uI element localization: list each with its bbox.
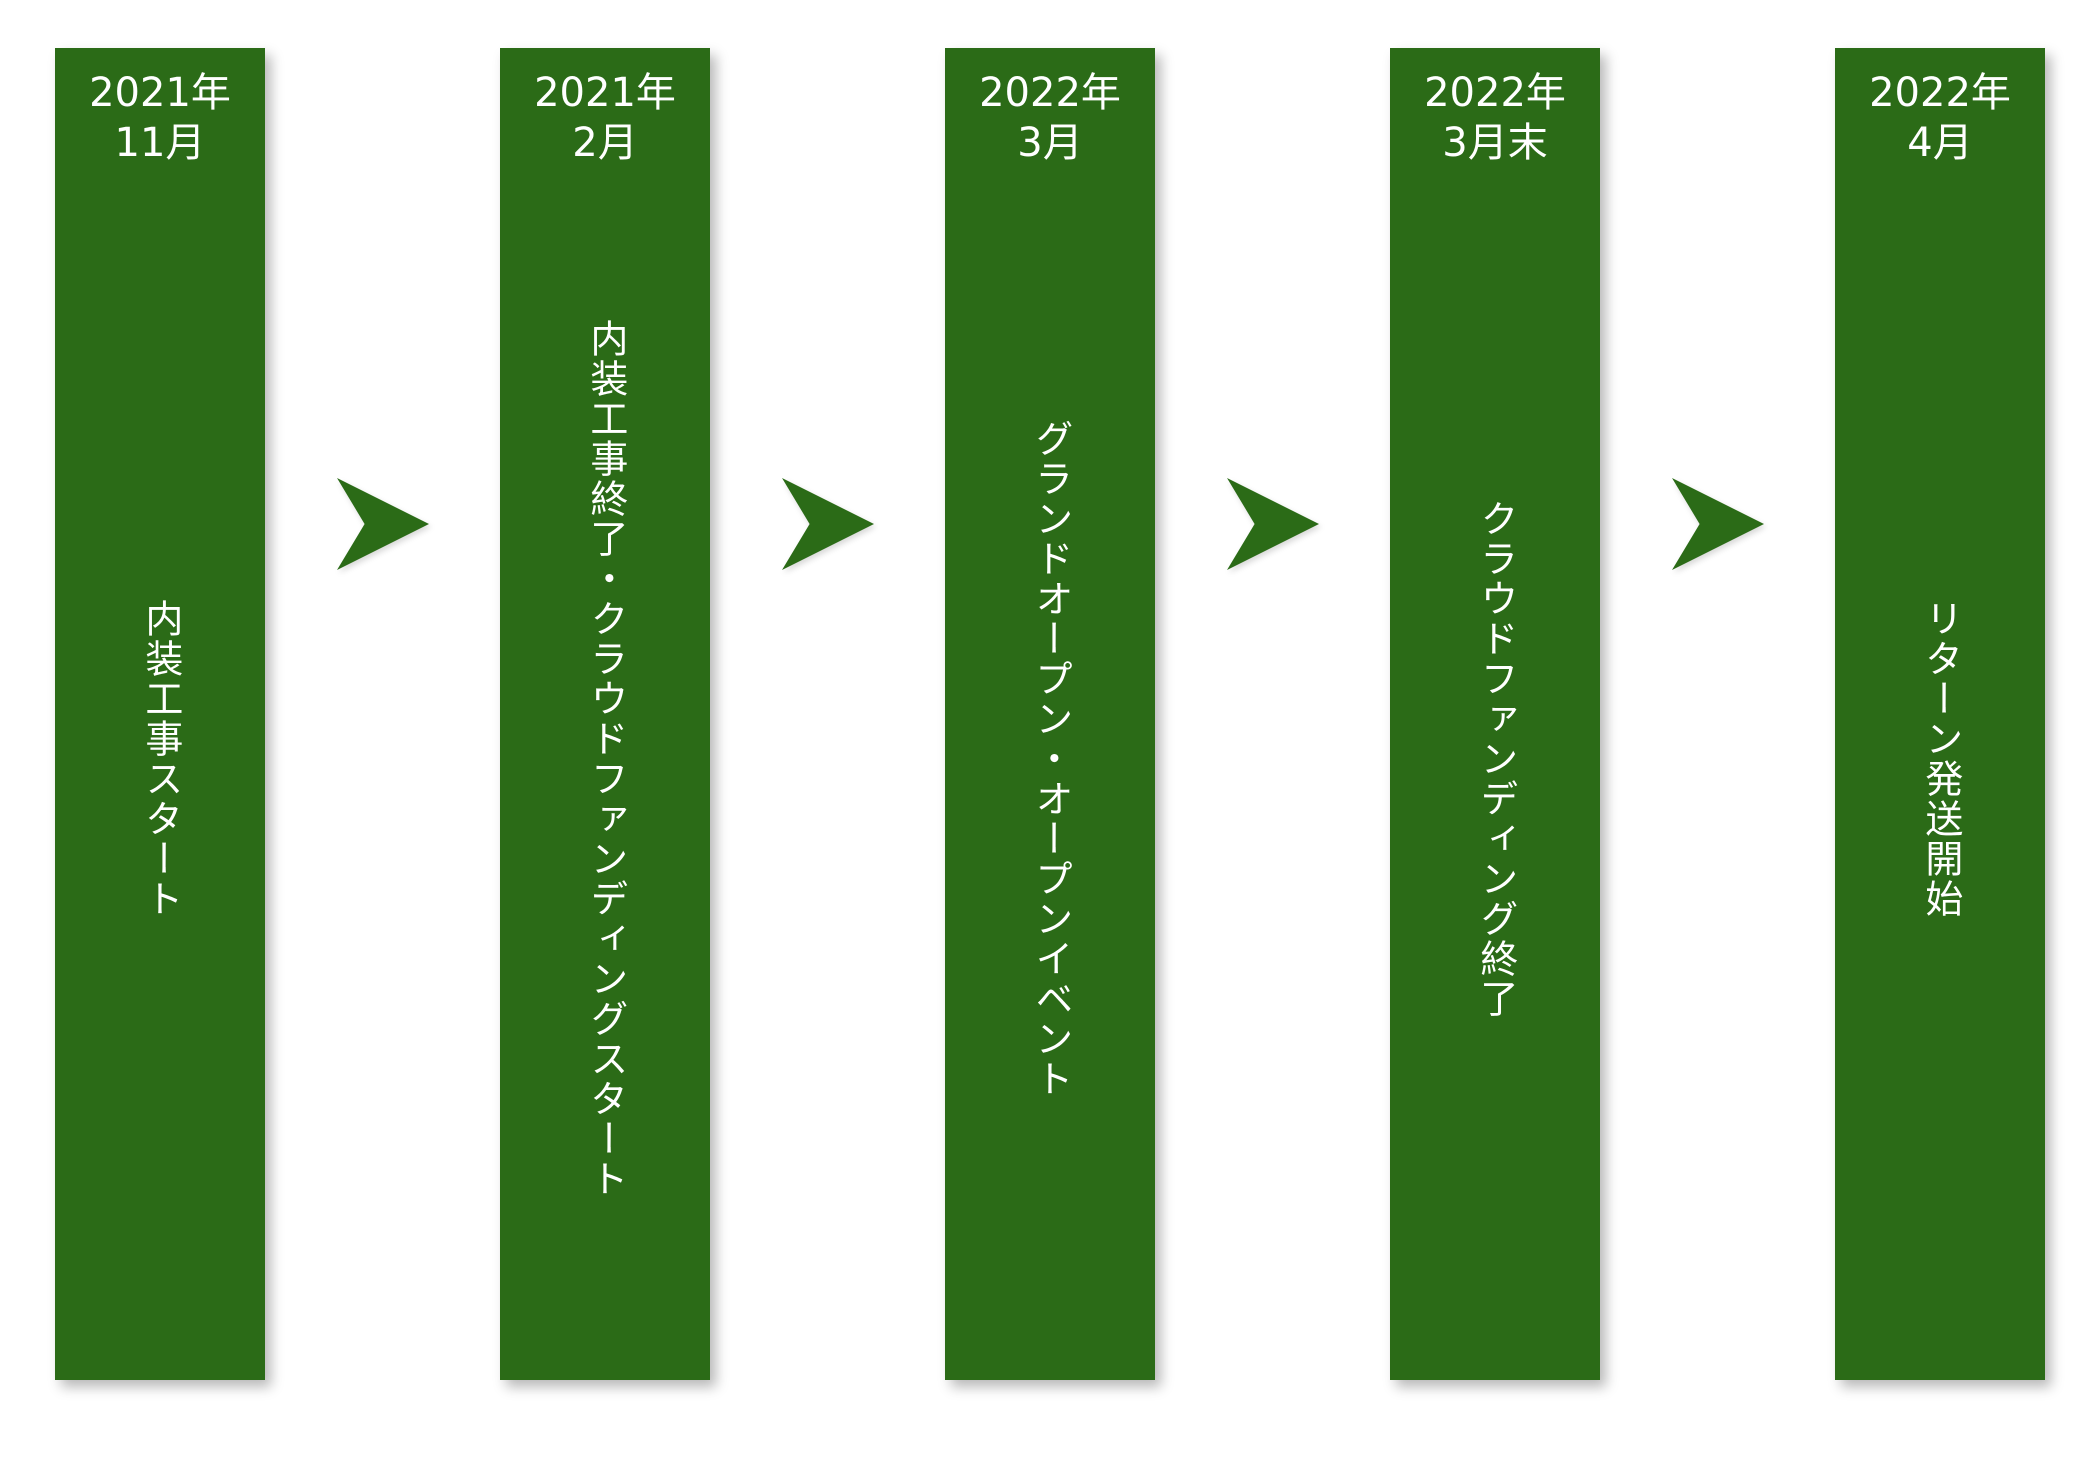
step-3-label: グランドオープン・オープンイベント bbox=[1028, 419, 1073, 1099]
step-5-date-month: 4月 bbox=[1907, 120, 1973, 166]
step-4-date-year: 2022年 bbox=[1424, 70, 1566, 116]
arrow-gap-3 bbox=[1155, 48, 1390, 1380]
step-5-label: リターン発送開始 bbox=[1918, 599, 1963, 919]
step-2-date-month: 2月 bbox=[572, 120, 638, 166]
timeline-step-4: 2022年 3月末 クラウドファンディング終了 bbox=[1390, 48, 1600, 1380]
timeline-step-5: 2022年 4月 リターン発送開始 bbox=[1835, 48, 2045, 1380]
arrow-right-icon bbox=[781, 478, 874, 570]
arrow-gap-1 bbox=[265, 48, 500, 1380]
step-1-label-wrap: 内装工事スタート bbox=[55, 168, 265, 1380]
step-1-date-month: 11月 bbox=[114, 120, 206, 166]
arrow-gap-4 bbox=[1600, 48, 1835, 1380]
step-2-date-year: 2021年 bbox=[534, 70, 676, 116]
step-2-label: 内装工事終了・クラウドファンディングスタート bbox=[583, 319, 628, 1199]
step-1-label: 内装工事スタート bbox=[138, 599, 183, 919]
step-1-date: 2021年 11月 bbox=[89, 68, 231, 168]
step-4-label-wrap: クラウドファンディング終了 bbox=[1390, 168, 1600, 1380]
step-5-label-wrap: リターン発送開始 bbox=[1835, 168, 2045, 1380]
step-1-date-year: 2021年 bbox=[89, 70, 231, 116]
step-5-date-year: 2022年 bbox=[1869, 70, 2011, 116]
step-2-label-wrap: 内装工事終了・クラウドファンディングスタート bbox=[500, 168, 710, 1380]
arrow-right-icon bbox=[1226, 478, 1319, 570]
timeline-step-1: 2021年 11月 内装工事スタート bbox=[55, 48, 265, 1380]
timeline-step-2: 2021年 2月 内装工事終了・クラウドファンディングスタート bbox=[500, 48, 710, 1380]
timeline-step-3: 2022年 3月 グランドオープン・オープンイベント bbox=[945, 48, 1155, 1380]
step-3-date-year: 2022年 bbox=[979, 70, 1121, 116]
step-3-label-wrap: グランドオープン・オープンイベント bbox=[945, 168, 1155, 1380]
step-3-date-month: 3月 bbox=[1017, 120, 1083, 166]
step-4-label: クラウドファンディング終了 bbox=[1473, 499, 1518, 1019]
step-4-date: 2022年 3月末 bbox=[1424, 68, 1566, 168]
step-3-date: 2022年 3月 bbox=[979, 68, 1121, 168]
step-5-date: 2022年 4月 bbox=[1869, 68, 2011, 168]
arrow-gap-2 bbox=[710, 48, 945, 1380]
step-2-date: 2021年 2月 bbox=[534, 68, 676, 168]
step-4-date-month: 3月末 bbox=[1442, 120, 1548, 166]
arrow-right-icon bbox=[1671, 478, 1764, 570]
arrow-right-icon bbox=[336, 478, 429, 570]
